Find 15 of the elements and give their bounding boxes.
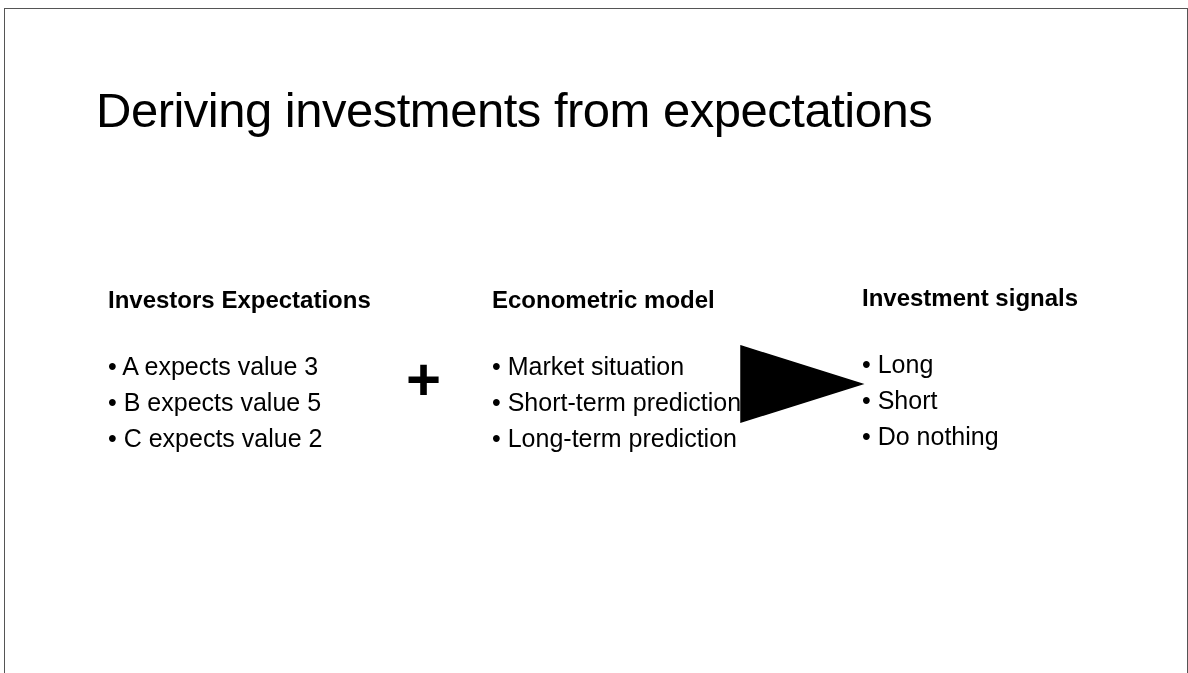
- list-item: • Short: [862, 385, 938, 416]
- plus-sign: +: [406, 350, 442, 410]
- arrow: [740, 344, 865, 424]
- list-item: • Long-term prediction: [492, 423, 737, 454]
- list-item: • A expects value 3: [108, 351, 319, 382]
- column-heading: Investors Expectations: [108, 285, 371, 315]
- list-item: • B expects value 5: [108, 387, 322, 418]
- list-item: • Short-term prediction: [492, 387, 742, 418]
- column-heading: Investment signals: [862, 283, 1079, 313]
- list-item: • Do nothing: [862, 421, 999, 452]
- column-heading: Econometric model: [492, 285, 715, 315]
- slide-title: Deriving investments from expectations: [96, 82, 933, 139]
- list-item: • C expects value 2: [108, 423, 323, 454]
- list-item: • Market situation: [492, 351, 685, 382]
- list-item: • Long: [862, 349, 934, 380]
